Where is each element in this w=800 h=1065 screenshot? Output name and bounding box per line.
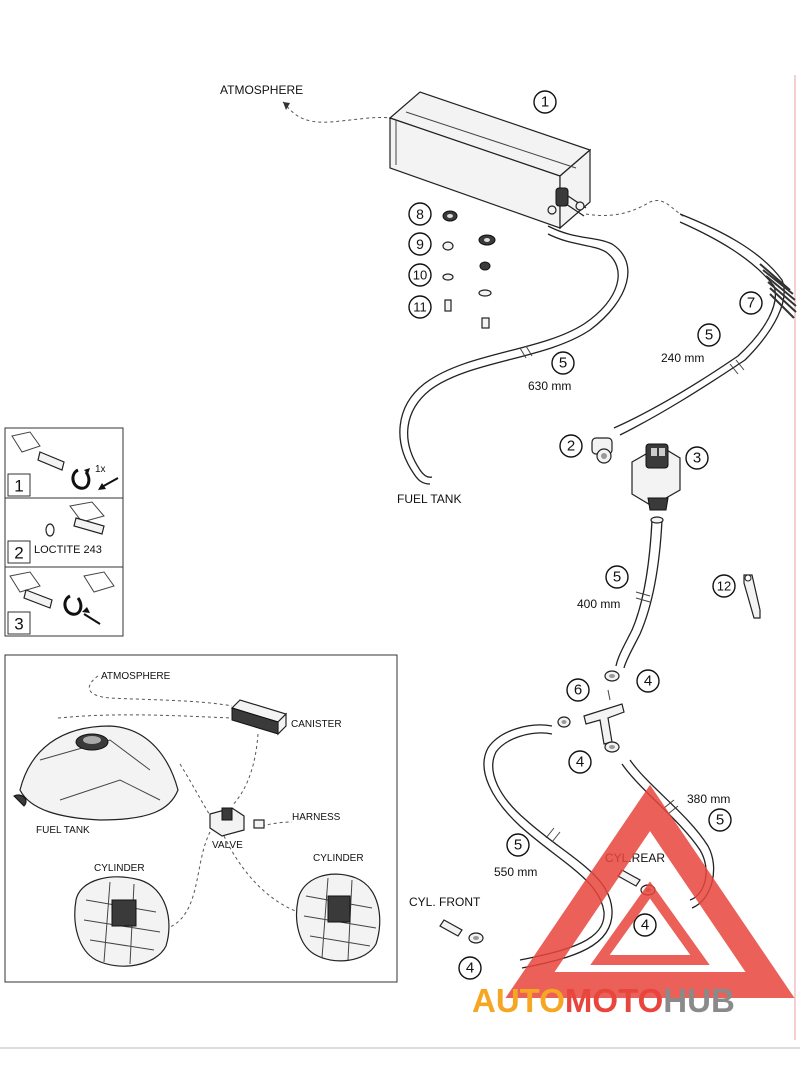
hose-240 — [585, 200, 797, 436]
watermark-auto: AUTO — [472, 982, 565, 1019]
callout-6 — [566, 678, 590, 702]
t-connector-part — [557, 670, 625, 753]
tool-part — [743, 574, 761, 619]
callout-4-top — [636, 669, 660, 693]
callout-10 — [408, 263, 432, 287]
callout-5-380-label: 5 — [716, 812, 724, 829]
step-3-number: 3 — [14, 615, 23, 634]
hose-length-240: 240 mm — [661, 351, 704, 365]
callout-2-label: 2 — [567, 438, 575, 455]
callout-6-label: 6 — [574, 682, 582, 699]
callout-11-label: 11 — [413, 300, 427, 315]
callout-4-mid-label: 4 — [576, 754, 584, 771]
hose-length-380: 380 mm — [687, 792, 730, 806]
callout-5-550 — [506, 833, 530, 857]
callout-4-top-label: 4 — [644, 673, 652, 690]
callout-5-630 — [551, 351, 575, 375]
callout-10-label: 10 — [413, 268, 427, 283]
inset-label-valve: VALVE — [212, 840, 243, 851]
callout-12-label: 12 — [717, 579, 731, 594]
callout-4-front — [458, 956, 482, 980]
washer-part-2 — [478, 289, 492, 297]
canister-part — [388, 91, 592, 230]
callout-7-label: 7 — [747, 295, 755, 312]
purge-valve-part — [631, 443, 681, 511]
callout-4-rear-label: 4 — [641, 917, 649, 934]
callout-5-400 — [605, 565, 629, 589]
callout-4-mid — [568, 750, 592, 774]
callout-7 — [739, 291, 763, 315]
callout-5-240-label: 5 — [705, 327, 713, 344]
inset-label-harness: HARNESS — [292, 812, 341, 823]
hose-length-550: 550 mm — [494, 865, 537, 879]
callout-5-550-label: 5 — [514, 837, 522, 854]
inset-label-canister: CANISTER — [291, 719, 342, 730]
callout-8 — [408, 202, 432, 226]
callout-11 — [408, 295, 432, 319]
callout-4-rear — [633, 913, 657, 937]
hose-length-630: 630 mm — [528, 379, 571, 393]
hose-length-400: 400 mm — [577, 597, 620, 611]
callout-8-label: 8 — [416, 206, 424, 222]
callout-5-380 — [708, 808, 732, 832]
watermark-hub: HUB — [663, 982, 735, 1019]
callout-3 — [685, 446, 709, 470]
atmosphere-vent-line — [282, 101, 393, 123]
assembly-steps-box: 1 1x 2 LOCTITE 243 3 — [4, 427, 124, 637]
callout-1-label: 1 — [541, 94, 549, 111]
label-fuel-tank: FUEL TANK — [397, 492, 461, 506]
cyl-front-fitting — [439, 919, 484, 944]
callout-9 — [408, 232, 432, 256]
small-parts-group: 8 9 10 11 — [408, 202, 496, 329]
washer-part — [442, 273, 454, 281]
hose-630 — [399, 225, 629, 485]
callout-5-630-label: 5 — [559, 355, 567, 372]
inset-label-fuel-tank: FUEL TANK — [36, 825, 90, 836]
inset-label-cylinder-left: CYLINDER — [94, 863, 145, 874]
watermark-text-line: AUTOMOTOHUB — [472, 982, 735, 1019]
label-atmosphere: ATMOSPHERE — [220, 83, 303, 97]
watermark-text: AUTOMOTOHUB — [472, 982, 735, 1019]
callout-9-label: 9 — [416, 236, 424, 252]
hose-550 — [483, 724, 613, 969]
callout-5-400-label: 5 — [613, 569, 621, 586]
hose-400 — [615, 516, 664, 669]
screw-part — [444, 299, 452, 312]
inset-label-cylinder-right: CYLINDER — [313, 853, 364, 864]
callout-1 — [533, 90, 557, 114]
watermark-moto: MOTO — [565, 982, 663, 1019]
bushing-part — [442, 241, 454, 251]
callout-12 — [712, 574, 736, 598]
step-1-count: 1x — [95, 464, 106, 475]
atmosphere-arrow — [283, 102, 290, 110]
step-2-text: LOCTITE 243 — [34, 544, 102, 556]
overview-inset: ATMOSPHERE CANISTER FUEL TANK VALVE HARN… — [4, 654, 398, 983]
watermark-triangle — [505, 784, 795, 998]
callout-2 — [559, 434, 583, 458]
callout-3-label: 3 — [693, 450, 701, 467]
protective-sleeve — [759, 263, 797, 319]
label-cyl-front: CYL. FRONT — [409, 895, 481, 909]
inset-label-atmosphere: ATMOSPHERE — [101, 671, 171, 682]
watermark-logo — [505, 784, 795, 998]
hose-clip-part — [591, 437, 613, 464]
step-1-number: 1 — [14, 477, 23, 496]
callout-4-front-label: 4 — [466, 960, 474, 977]
callout-5-240 — [697, 323, 721, 347]
watermark-inner-triangle — [590, 881, 710, 965]
step-2-number: 2 — [14, 544, 23, 563]
screw-part-2 — [481, 317, 490, 329]
nut-part — [479, 261, 491, 271]
